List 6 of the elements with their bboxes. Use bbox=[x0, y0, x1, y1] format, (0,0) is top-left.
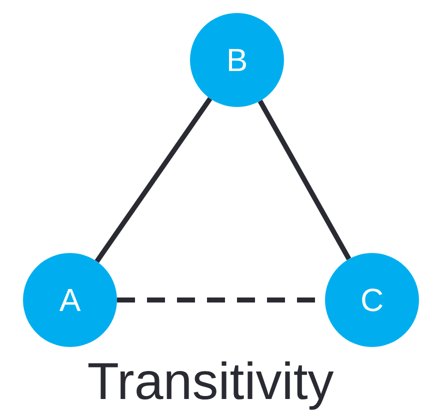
connector-line bbox=[258, 100, 352, 260]
caption: Transitivity bbox=[86, 352, 335, 412]
node-circle: B bbox=[190, 13, 284, 107]
node-circle: C bbox=[325, 253, 419, 347]
node-circle: A bbox=[23, 253, 117, 347]
connector-line bbox=[94, 97, 212, 263]
